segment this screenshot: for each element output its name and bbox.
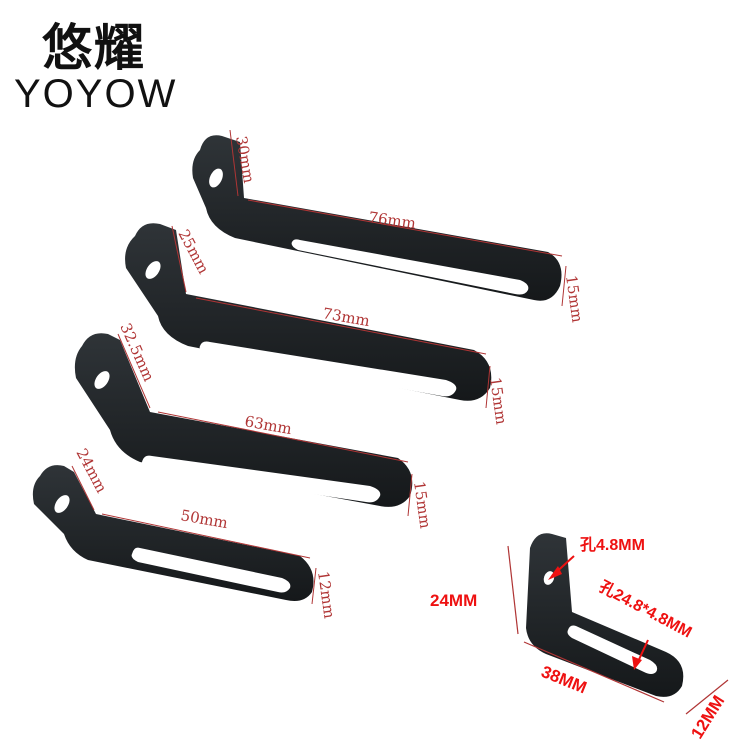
- bracket-1-height-line: [229, 129, 239, 197]
- bracket-1-body: [192, 135, 562, 301]
- bracket-4-length-label: 50mm: [179, 506, 229, 532]
- detail-hole-arrowhead: [548, 566, 562, 580]
- bracket-2-width-line: [485, 365, 491, 409]
- bracket-3-height-line: [117, 333, 151, 409]
- bracket-4: 24mm 50mm 12mm: [32, 445, 338, 620]
- detail-height-label: 24MM: [430, 591, 477, 610]
- detail-width-line: [685, 679, 729, 715]
- bracket-1-slot: [291, 239, 529, 295]
- detail-bracket-hole: [543, 571, 555, 585]
- brand-logo-cn: 悠耀: [42, 19, 146, 77]
- bracket-1-width-label: 15mm: [562, 274, 586, 324]
- bracket-1-hole: [209, 168, 223, 188]
- bracket-3-slot: [141, 455, 381, 503]
- bracket-4-width-label: 12mm: [314, 570, 338, 620]
- bracket-3-width-line: [407, 473, 413, 517]
- bracket-3-hole: [94, 371, 110, 389]
- bracket-2-height-line: [171, 225, 187, 293]
- bracket-3-length-line: [157, 411, 409, 463]
- bracket-2-slot: [199, 341, 457, 397]
- bracket-3: 32.5mm 63mm 15mm: [74, 320, 434, 530]
- bracket-2-width-label: 15mm: [486, 376, 510, 426]
- detail-slot-arrowhead: [632, 656, 642, 670]
- bracket-2-length-line: [195, 297, 487, 355]
- bracket-2-hole: [145, 261, 161, 279]
- bracket-3-width-label: 15mm: [410, 480, 434, 530]
- bracket-1-width-line: [561, 265, 567, 307]
- bracket-4-slot: [131, 547, 291, 593]
- detail-hole-label: 孔4.8MM: [580, 536, 645, 554]
- detail-length-line: [523, 641, 665, 703]
- detail-width-label: 12MM: [687, 692, 728, 742]
- bracket-4-hole: [54, 495, 70, 513]
- bracket-1-length-line: [247, 199, 563, 257]
- bracket-4-length-line: [101, 513, 311, 559]
- brand-logo-en: YOYOW: [14, 72, 178, 116]
- bracket-1: 30mm 76mm 15mm: [192, 129, 586, 324]
- bracket-4-width-line: [311, 567, 317, 605]
- bracket-4-body: [32, 465, 314, 601]
- detail-bracket-body: [526, 533, 684, 697]
- bracket-2-body: [125, 223, 492, 401]
- detail-bracket: 孔4.8MM 孔24.8*4.8MM 24MM 38MM 12MM: [430, 533, 728, 742]
- bracket-4-height-line: [71, 465, 95, 511]
- detail-height-line: [507, 545, 519, 635]
